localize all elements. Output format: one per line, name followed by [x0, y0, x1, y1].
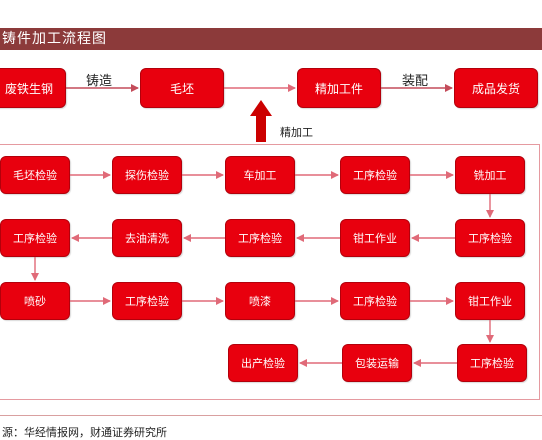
node-r2-c4: 钳工作业: [340, 219, 410, 257]
node-r1-c2: 探伤检验: [112, 156, 182, 194]
node-r1-c5: 铣加工: [455, 156, 525, 194]
node-r1-c1: 毛坯检验: [0, 156, 70, 194]
process-panel: [0, 144, 540, 400]
node-blank: 毛坯: [140, 68, 224, 108]
diagram-title: 铸件加工流程图: [2, 31, 107, 47]
node-r2-c2: 去油清洗: [112, 219, 182, 257]
node-scrap-steel: 废铁生钢: [0, 68, 66, 108]
node-r2-c3: 工序检验: [225, 219, 295, 257]
node-finished-part: 精加工件: [297, 68, 381, 108]
label-cast: 铸造: [86, 74, 113, 89]
source-note: 源：华经情报网，财通证券研究所: [2, 426, 167, 439]
node-r4-c1: 出产检验: [228, 344, 298, 382]
label-assemble: 装配: [402, 74, 429, 89]
node-r1-c3: 车加工: [225, 156, 295, 194]
node-product-ship: 成品发货: [454, 68, 538, 108]
big-up-arrow: [250, 100, 272, 142]
title-bar: 铸件加工流程图: [0, 28, 542, 50]
node-r4-c3: 工序检验: [457, 344, 527, 382]
node-r1-c4: 工序检验: [340, 156, 410, 194]
node-r3-c5: 钳工作业: [455, 282, 525, 320]
node-r3-c1: 喷砂: [0, 282, 70, 320]
node-r3-c3: 喷漆: [225, 282, 295, 320]
node-r2-c5: 工序检验: [455, 219, 525, 257]
node-r3-c4: 工序检验: [340, 282, 410, 320]
source-divider: [0, 415, 542, 416]
node-r2-c1: 工序检验: [0, 219, 70, 257]
node-r3-c2: 工序检验: [112, 282, 182, 320]
label-finish: 精加工: [280, 126, 313, 139]
node-r4-c2: 包装运输: [342, 344, 412, 382]
